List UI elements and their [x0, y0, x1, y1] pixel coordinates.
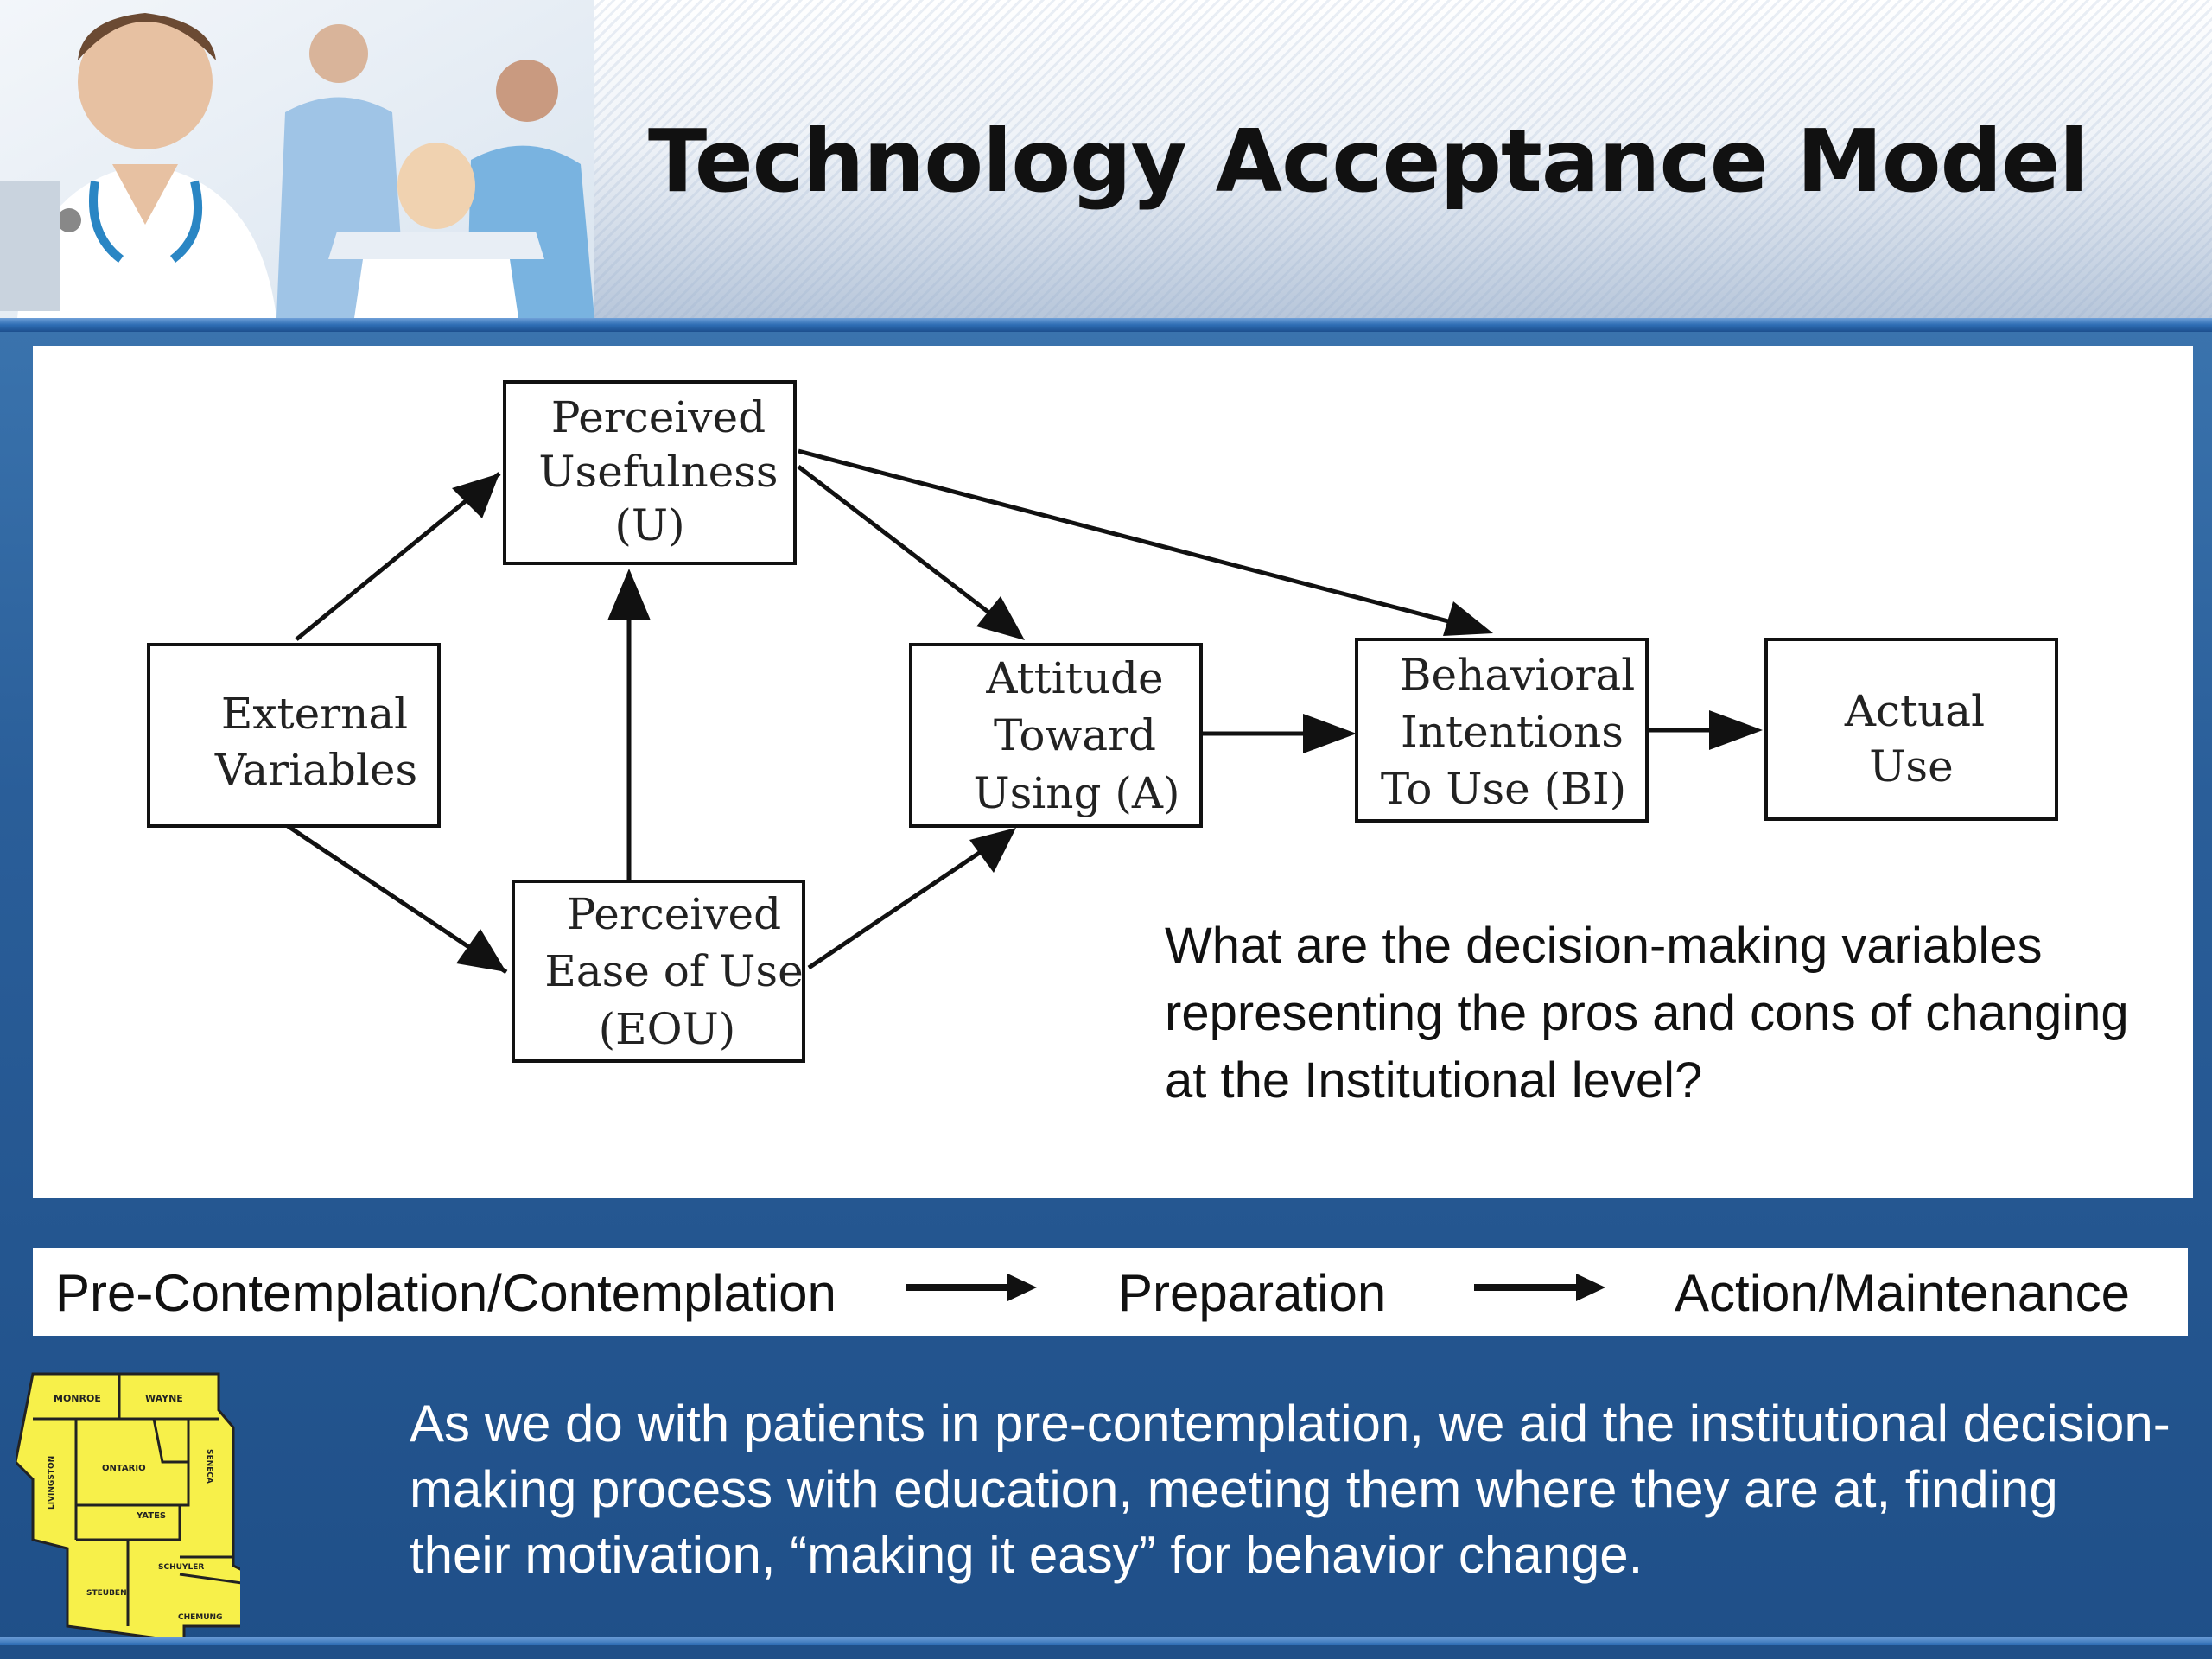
- node-label: Perceived: [567, 889, 781, 939]
- slide-header: Technology Acceptance Model: [0, 0, 2212, 320]
- decision-question: What are the decision-making variables r…: [1165, 918, 2129, 1109]
- node-label: Attitude: [985, 653, 1163, 703]
- node-external-variables: External Variables: [147, 643, 441, 828]
- county-map: MONROE WAYNE ONTARIO LIVINGSTON SENECA Y…: [14, 1367, 244, 1643]
- stages-of-change-bar: Pre-Contemplation/Contemplation Preparat…: [33, 1248, 2188, 1336]
- arrowhead: [452, 474, 499, 518]
- county-label: YATES: [136, 1511, 166, 1521]
- medical-staff-photo: [0, 0, 594, 318]
- node-attitude-toward-using: Attitude Toward Using (A): [909, 643, 1203, 828]
- county-label: WAYNE: [145, 1393, 183, 1404]
- arrowhead: [1303, 714, 1357, 753]
- node-behavioral-intentions: Behavioral Intentions To Use (BI): [1355, 638, 1649, 823]
- node-perceived-usefulness: Perceived Usefulness (U): [503, 380, 797, 565]
- footer-divider: [0, 1637, 2212, 1645]
- node-label: (EOU): [599, 1004, 736, 1054]
- county-label: SCHUYLER: [158, 1563, 204, 1572]
- right-arrow-icon: [906, 1274, 1037, 1301]
- node-label: Usefulness: [538, 447, 778, 497]
- county-label: STEUBEN: [86, 1589, 127, 1598]
- footer-text: As we do with patients in pre-contemplat…: [410, 1395, 2171, 1584]
- tam-diagram-panel: Perceived Usefulness (U) External Variab…: [33, 346, 2193, 1198]
- node-label: To Use (BI): [1381, 764, 1626, 814]
- node-label: Variables: [214, 745, 417, 795]
- stage-preparation: Preparation: [1118, 1264, 1387, 1322]
- county-label: ONTARIO: [102, 1464, 146, 1473]
- node-label: Ease of Use: [544, 946, 803, 996]
- node-label: Behavioral: [1400, 650, 1635, 700]
- county-label: SENECA: [205, 1449, 213, 1484]
- header-divider: [0, 318, 2212, 332]
- diagram-edges: [286, 448, 1763, 975]
- node-label: Using (A): [973, 768, 1179, 818]
- right-arrow-icon: [1474, 1274, 1605, 1301]
- edge-ease-to-attitude: [807, 831, 1009, 970]
- node-label: (U): [614, 500, 684, 550]
- arrowhead: [969, 828, 1016, 873]
- arrowhead: [456, 929, 506, 972]
- stage-precontemplation: Pre-Contemplation/Contemplation: [55, 1264, 836, 1322]
- county-label: MONROE: [54, 1393, 101, 1404]
- edge-usefulness-to-attitude: [797, 465, 1018, 635]
- stage-action-maintenance: Action/Maintenance: [1675, 1264, 2130, 1322]
- arrowhead: [1443, 601, 1493, 636]
- slide-title: Technology Acceptance Model: [648, 111, 2088, 212]
- node-actual-use: Actual Use: [1764, 638, 2058, 821]
- node-label: External: [221, 689, 408, 739]
- arrowhead: [1709, 710, 1763, 750]
- arrowhead: [607, 569, 651, 620]
- node-label: Use: [1869, 741, 1953, 791]
- node-label: Toward: [994, 710, 1156, 760]
- node-label: Intentions: [1401, 707, 1624, 757]
- county-label: CHEMUNG: [178, 1613, 222, 1622]
- node-label: Actual: [1844, 686, 1985, 736]
- tam-diagram: Perceived Usefulness (U) External Variab…: [147, 380, 2058, 1063]
- node-label: Perceived: [551, 392, 766, 442]
- county-label: LIVINGSTON: [48, 1456, 56, 1510]
- node-perceived-ease-of-use: Perceived Ease of Use (EOU): [512, 880, 805, 1063]
- edge-usefulness-to-intentions: [798, 448, 1485, 633]
- arrowhead: [976, 596, 1025, 640]
